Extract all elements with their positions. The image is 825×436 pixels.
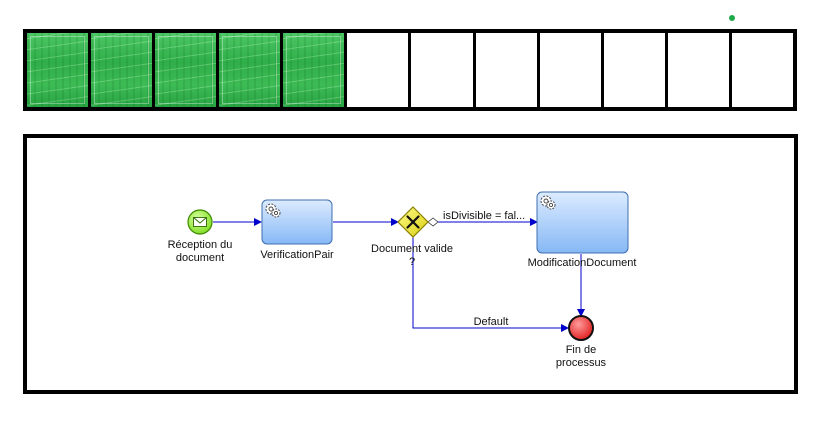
sequence-flows xyxy=(213,218,585,332)
progress-cell-filled xyxy=(91,33,156,107)
x-icon xyxy=(406,215,420,229)
progress-cell-empty xyxy=(731,33,793,107)
end-event-label-line2: processus xyxy=(556,357,607,369)
progress-cell-filled xyxy=(155,33,220,107)
progress-cell-empty xyxy=(475,33,540,107)
progress-bar xyxy=(23,29,797,111)
gear-icon xyxy=(546,200,556,210)
progress-cell-empty xyxy=(347,33,412,107)
start-event[interactable] xyxy=(187,209,213,235)
task-modification-label: ModificationDocument xyxy=(528,257,637,269)
start-event-label: Réception du xyxy=(168,239,233,251)
status-indicator-dot xyxy=(729,15,735,21)
progress-cell-empty xyxy=(411,33,476,107)
task-verification-label: VerificationPair xyxy=(260,249,334,261)
task-modification-document[interactable] xyxy=(536,191,629,254)
flow-default-label: Default xyxy=(474,316,509,328)
conditional-flow-marker xyxy=(427,217,439,227)
end-event-label: Fin de xyxy=(566,344,597,356)
gear-icon xyxy=(271,208,281,218)
envelope-icon xyxy=(193,217,207,227)
end-event[interactable] xyxy=(568,315,594,341)
gateway-label: Document valide xyxy=(371,243,453,255)
start-event-label-line2: document xyxy=(176,252,224,264)
gateway-label-line2: ? xyxy=(409,256,415,268)
progress-cell-empty xyxy=(667,33,732,107)
flow-default-to-end[interactable] xyxy=(412,236,569,332)
flow-condition-label: isDivisible = fal... xyxy=(443,210,525,222)
progress-cell-filled xyxy=(283,33,348,107)
progress-cell-empty xyxy=(603,33,668,107)
bpmn-diagram: Réception du document VerificationPair D… xyxy=(168,191,637,369)
process-diagram-canvas[interactable]: Réception du document VerificationPair D… xyxy=(23,134,798,394)
exclusive-gateway[interactable] xyxy=(397,206,429,238)
progress-cell-filled xyxy=(27,33,92,107)
progress-cell-empty xyxy=(539,33,604,107)
progress-cell-filled xyxy=(219,33,284,107)
task-verification-pair[interactable] xyxy=(261,199,333,245)
